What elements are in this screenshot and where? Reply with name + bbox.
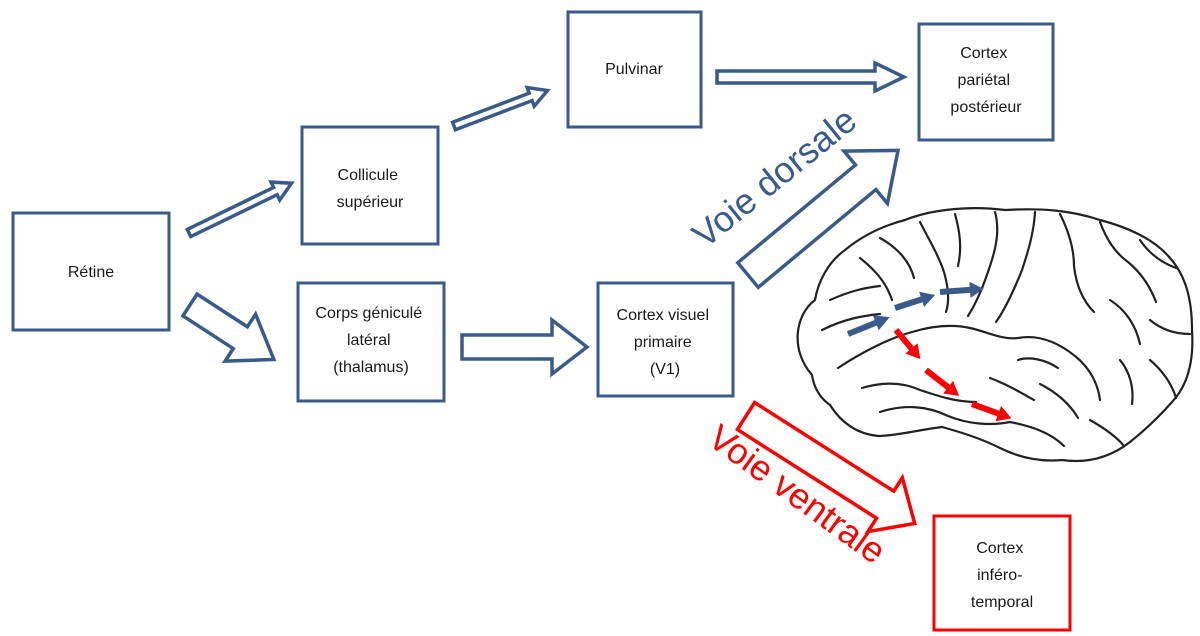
arrow-pulvinar-to-ppc (715, 60, 909, 94)
node-box-v1 (596, 281, 735, 398)
arrow-cgl-to-v1 (460, 316, 590, 378)
brain-illustration-icon (796, 207, 1194, 463)
ventral-stream-arrow (734, 400, 917, 535)
arrow-retine-to-cgl (180, 291, 277, 364)
node-label-pulvinar: Pulvinar (605, 61, 663, 78)
node-label-v1: Cortex visuel primaire (V1) (617, 307, 714, 378)
dorsal-stream-arrow (735, 148, 901, 290)
node-label-ppc: Cortex pariétal postérieur (950, 45, 1022, 116)
node-box-pulvinar (566, 10, 703, 129)
node-box-it (932, 514, 1072, 632)
brain-dorsal-arrows (846, 281, 984, 337)
node-box-colliculus (300, 125, 440, 246)
node-label-retine: Rétine (68, 264, 114, 281)
brain-ventral-arrows (893, 328, 1012, 422)
node-box-cgl (296, 281, 446, 403)
node-label-colliculus: Collicule supérieur (337, 167, 404, 211)
arrow-colliculus-to-pulvinar (450, 85, 551, 132)
node-box-retine (11, 211, 171, 332)
node-box-ppc (917, 22, 1055, 142)
node-label-cgl: Corps géniculé latéral (thalamus) (315, 305, 426, 376)
node-label-it: Cortex inféro- temporal (971, 540, 1033, 611)
arrow-retine-to-colliculus (184, 180, 295, 239)
